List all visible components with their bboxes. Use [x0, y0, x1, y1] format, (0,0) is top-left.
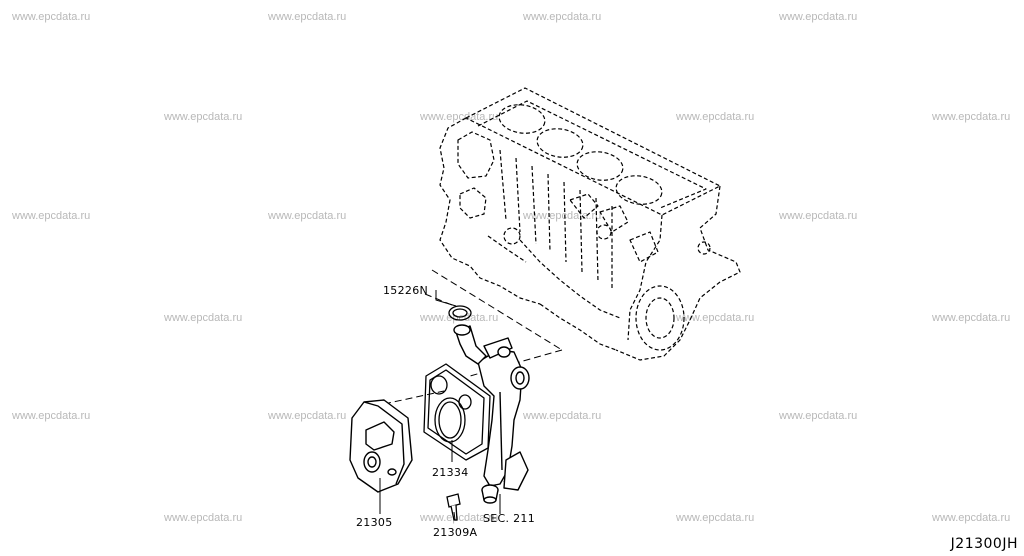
watermark-text: www.epcdata.ru — [12, 410, 91, 422]
engine-block-phantom — [439, 87, 741, 361]
watermark-text: www.epcdata.ru — [164, 111, 243, 123]
part-label-21334: 21334 — [432, 466, 469, 479]
watermark-text: www.epcdata.ru — [12, 11, 91, 23]
watermark-text: www.epcdata.ru — [164, 512, 243, 524]
watermark-text: www.epcdata.ru — [779, 210, 858, 222]
section-reference-sec-211: SEC. 211 — [483, 512, 536, 525]
watermark-text: www.epcdata.ru — [523, 210, 602, 222]
watermark-text: www.epcdata.ru — [420, 512, 499, 524]
watermark-text: www.epcdata.ru — [523, 11, 602, 23]
watermark-text: www.epcdata.ru — [932, 312, 1011, 324]
watermark-text: www.epcdata.ru — [164, 312, 243, 324]
watermark-text: www.epcdata.ru — [12, 210, 91, 222]
watermark-text: www.epcdata.ru — [676, 512, 755, 524]
diagram-code: J21300JH — [950, 536, 1018, 552]
leader-lines — [379, 290, 501, 521]
watermark-text: www.epcdata.ru — [932, 512, 1011, 524]
oil-cooler-21305 — [349, 399, 413, 493]
watermark-text: www.epcdata.ru — [420, 111, 499, 123]
watermark-text: www.epcdata.ru — [420, 312, 499, 324]
watermark-text: www.epcdata.ru — [676, 111, 755, 123]
part-label-15226N: 15226N — [383, 284, 429, 297]
watermark-text: www.epcdata.ru — [268, 210, 347, 222]
part-label-21305: 21305 — [356, 516, 393, 529]
watermark-text: www.epcdata.ru — [268, 410, 347, 422]
part-label-21309A: 21309A — [433, 526, 478, 539]
watermark-text: www.epcdata.ru — [779, 11, 858, 23]
watermark-text: www.epcdata.ru — [779, 410, 858, 422]
o-ring-15226N — [448, 305, 472, 321]
watermark-text: www.epcdata.ru — [676, 312, 755, 324]
gasket-21334 — [423, 363, 491, 461]
watermark-text: www.epcdata.ru — [932, 111, 1011, 123]
bolt-21309A — [446, 493, 461, 521]
watermark-text: www.epcdata.ru — [268, 11, 347, 23]
watermark-text: www.epcdata.ru — [523, 410, 602, 422]
oil-cooler-housing — [453, 324, 530, 504]
